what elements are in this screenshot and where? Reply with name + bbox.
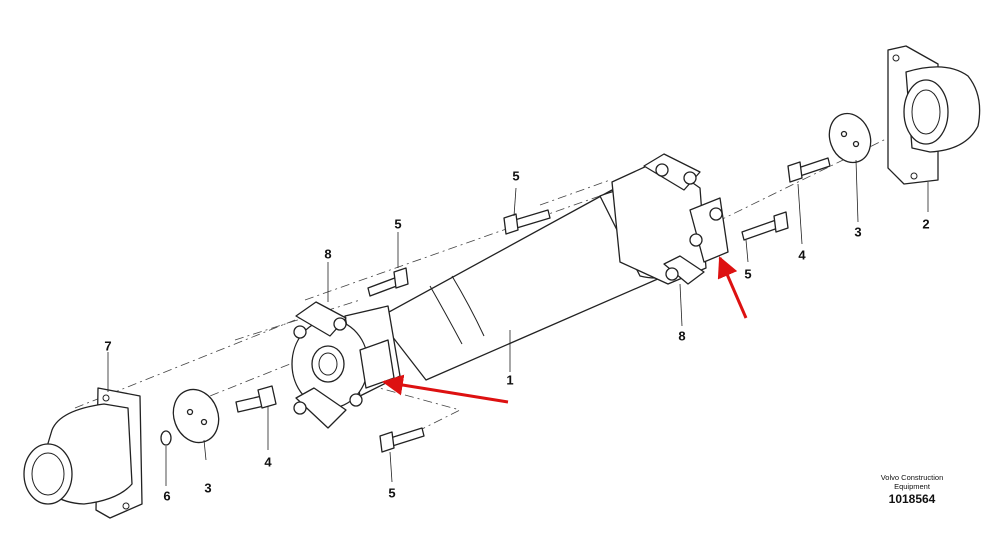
callout-5-top: 5	[512, 168, 520, 184]
washers	[160, 112, 872, 446]
callout-5-left: 5	[394, 216, 402, 232]
callout-3-right: 3	[854, 224, 862, 240]
callout-8-right: 8	[678, 328, 686, 344]
callout-3-left: 3	[204, 480, 212, 496]
callout-4-right: 4	[798, 247, 806, 263]
leader-lines	[107, 159, 929, 486]
arrow-left	[381, 374, 509, 404]
left-flange-yoke	[23, 387, 143, 519]
callout-6: 6	[163, 488, 171, 504]
manufacturer-credit: Volvo Construction Equipment	[862, 473, 962, 491]
credit-line-1: Volvo Construction	[880, 473, 944, 482]
callout-5-bottom: 5	[388, 485, 396, 501]
callout-7: 7	[104, 338, 112, 354]
right-universal-joint	[611, 153, 729, 285]
callout-1: 1	[506, 372, 514, 388]
document-number: 1018564	[888, 492, 936, 506]
callout-2: 2	[922, 216, 930, 232]
left-universal-joint	[291, 301, 401, 429]
bolts	[235, 157, 831, 453]
right-flange-yoke	[887, 45, 981, 185]
credit-line-2: Equipment	[894, 482, 930, 491]
arrow-right	[717, 256, 748, 319]
callout-5-right: 5	[744, 266, 752, 282]
callout-8-left: 8	[324, 246, 332, 262]
indicator-arrows	[381, 256, 748, 404]
callout-4-left: 4	[264, 454, 272, 470]
